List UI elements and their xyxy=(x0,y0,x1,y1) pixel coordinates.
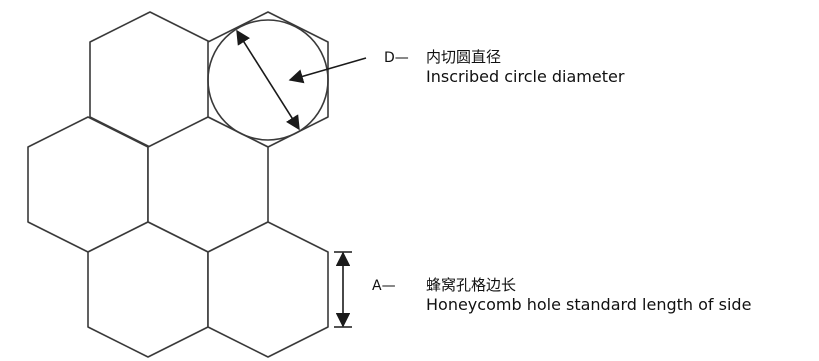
honeycomb-grid xyxy=(27,11,329,358)
hex-cell xyxy=(87,221,209,358)
leader-line-d xyxy=(288,57,367,84)
diameter-arrow xyxy=(236,29,300,131)
callout-a-label-en: Honeycomb hole standard length of side xyxy=(426,295,751,314)
callout-d-label-zh: 内切圆直径 xyxy=(426,48,501,66)
callout-d-label-en: Inscribed circle diameter xyxy=(426,67,625,86)
callout-d-key: D— xyxy=(384,50,409,66)
side-length-dimension xyxy=(334,251,352,328)
inscribed-circle xyxy=(207,19,329,141)
hex-cell xyxy=(207,221,329,358)
callout-a-key: A— xyxy=(372,278,396,294)
callout-a-label-zh: 蜂窝孔格边长 xyxy=(426,276,516,294)
